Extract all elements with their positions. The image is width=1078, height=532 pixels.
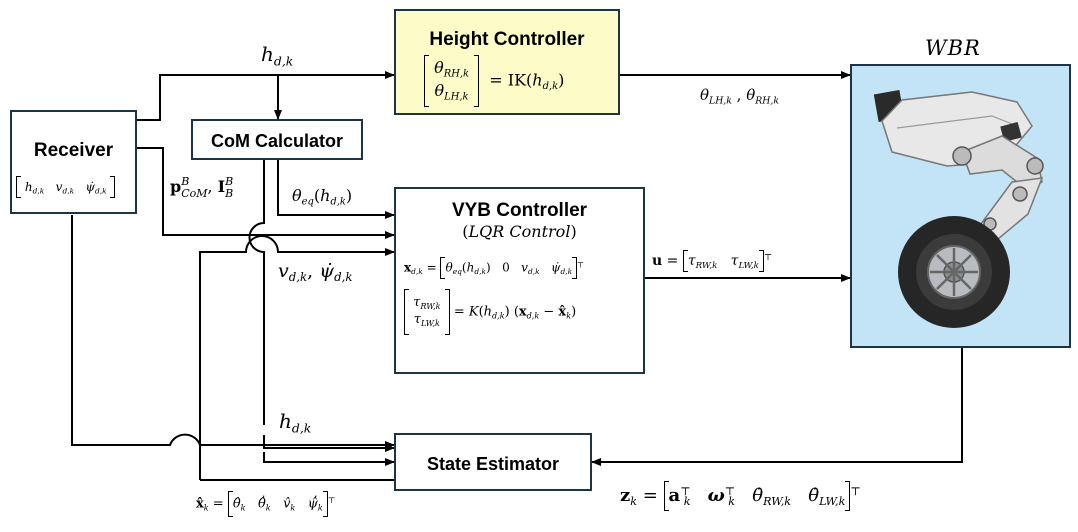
wire-wbr-to-state [591,348,963,466]
receiver-vector: hd,k vd,k ψ̇d,k [16,176,116,198]
receiver-title: Receiver [33,140,114,161]
com-calculator-title: CoM Calculator [210,131,343,151]
height-controller-title: Height Controller [429,29,585,50]
receiver-block: Receiver hd,k vd,k ψ̇d,k [10,110,137,214]
wire-h-to-height [137,71,395,121]
wire-com-down [248,160,265,425]
wire-v-psi [199,235,395,445]
label-h-top: hd,k [261,42,294,69]
label-z: zk = a⊤k ω⊤k θ̇RW,k θ̇LW,k⊤ [620,481,861,511]
label-v-psi: vd,k, ψ̇d,k [278,260,353,285]
state-estimator-block: State Estimator [394,433,592,491]
state-estimator-title: State Estimator [426,454,560,474]
com-calculator-block: CoM Calculator [191,119,363,160]
label-theta-eq: θeq(hd,k) [292,186,353,208]
vyb-state-equation: xd,k = θeq(hd,k) 0 vd,k ψ̇d,k⊤ [404,257,584,279]
label-h-bottom: hd,k [279,409,312,436]
vyb-controller-subtitle: (LQR Control) [462,222,577,241]
wire-theta-eq [277,160,395,219]
wire-h-to-state [263,435,395,452]
vyb-controller-title: VYB Controller [451,200,588,221]
wire-xhat-feedback [263,452,395,466]
label-theta-out: θLH,k , θRH,k [700,86,779,107]
wbr-title: WBR [925,36,981,60]
label-x-hat: x̂k = θ̂k θ̂̇k v̂k ψ̂̇k⊤ [196,491,335,517]
label-u: u = τRW,k τLW,k⊤ [652,250,772,272]
wire-receiver-to-vyb [137,147,395,239]
wbr-robot-block [850,64,1071,348]
wire-receiver-to-state [71,215,394,446]
wheeled-biped-robot-illustration [873,89,1044,328]
vyb-controller-block: VYB Controller (LQR Control) xd,k = θeq(… [394,187,645,374]
